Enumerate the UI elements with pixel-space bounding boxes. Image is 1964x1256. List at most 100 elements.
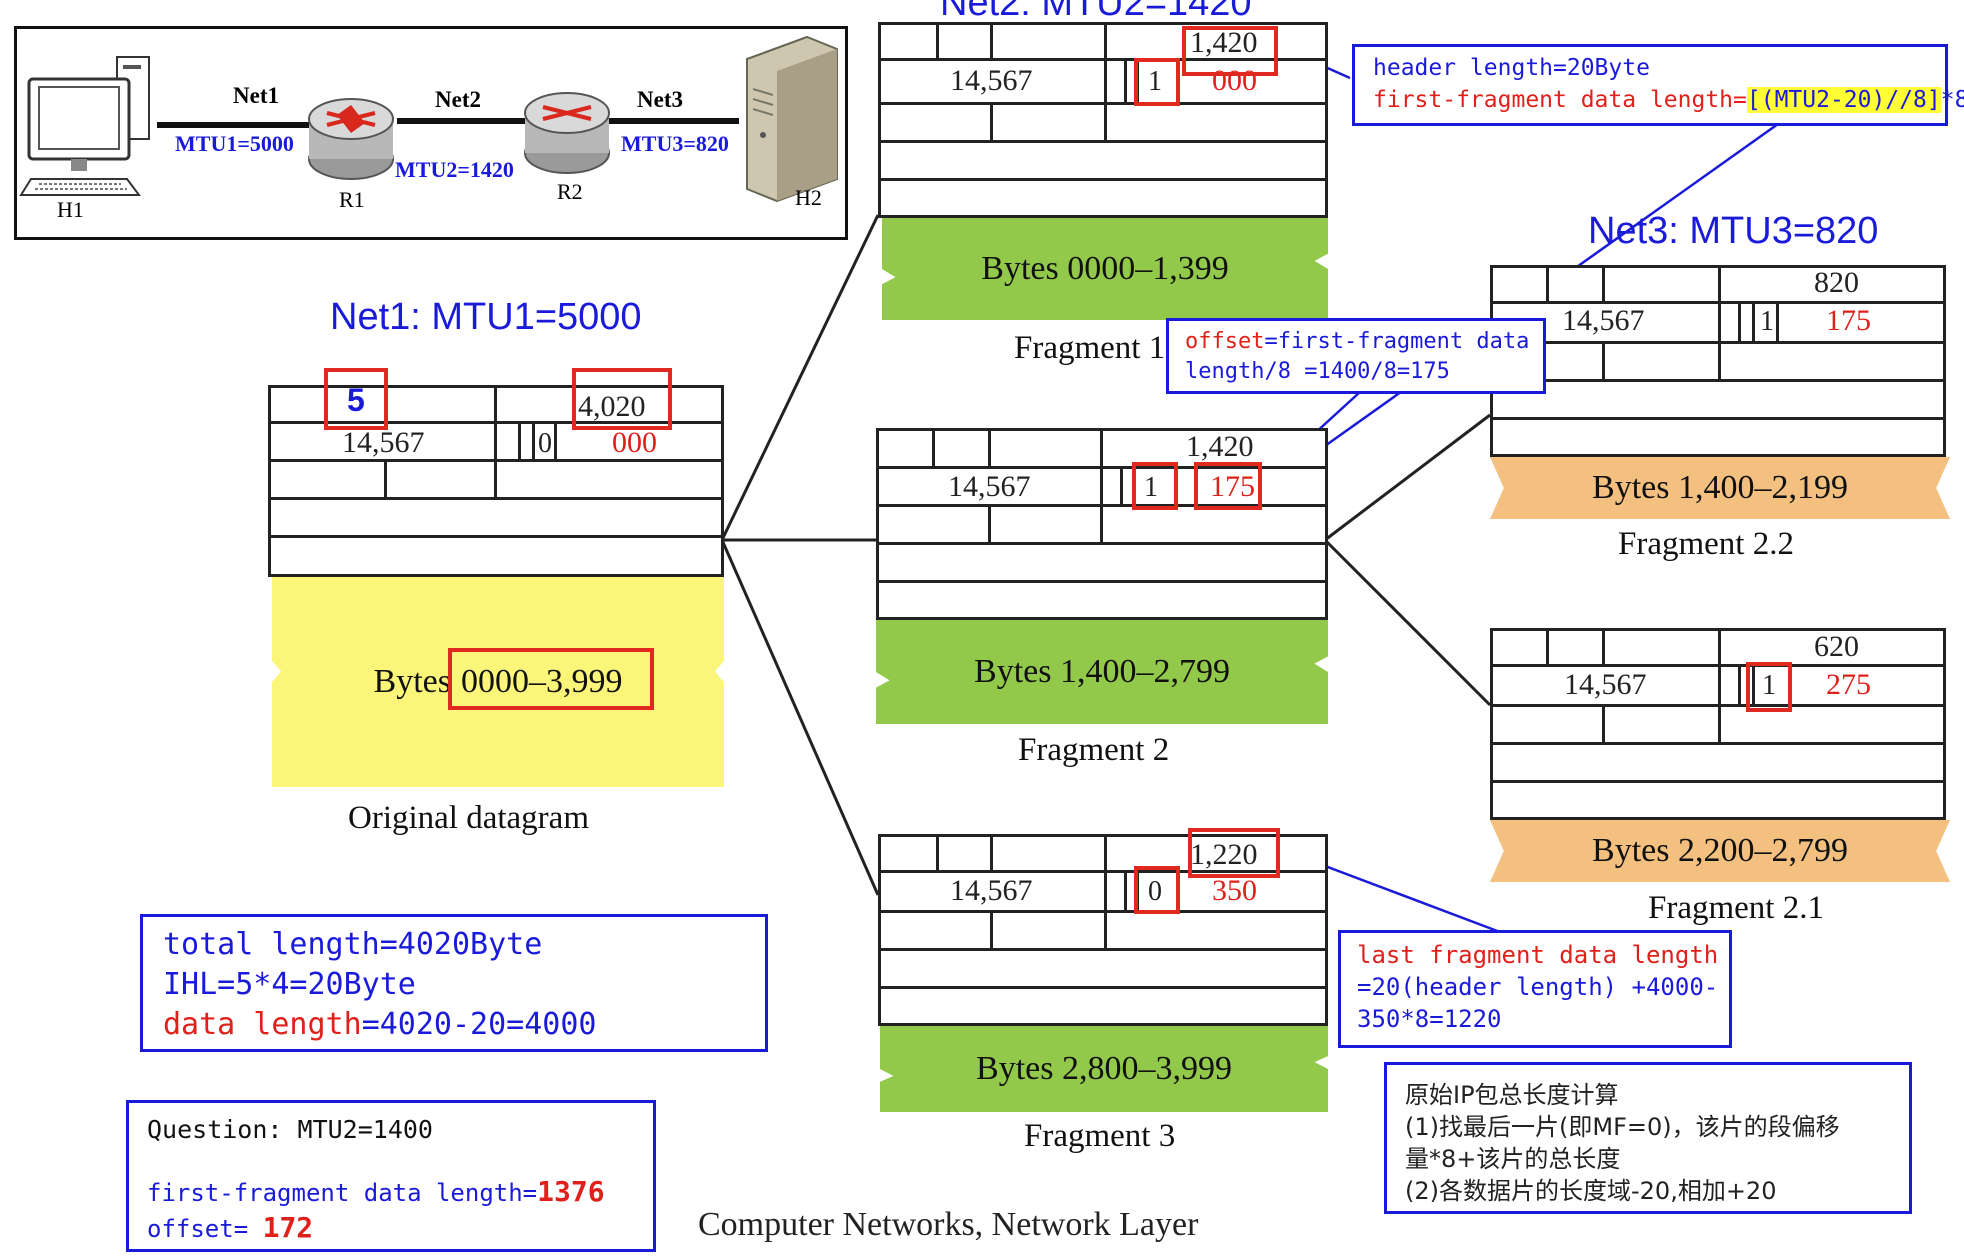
router-icon	[524, 92, 610, 174]
fragment-3-length-highlight	[1188, 828, 1280, 878]
mtu2-label: MTU2=1420	[395, 157, 514, 182]
bytes-range-highlight	[448, 648, 654, 710]
question-line3: offset= 172	[147, 1211, 313, 1244]
fragment-1-mf-highlight	[1134, 58, 1180, 106]
last-note-line3: 350*8=1220	[1357, 1005, 1502, 1033]
fragment-3-caption: Fragment 3	[1024, 1118, 1176, 1154]
original-mf-flag: 0	[538, 428, 552, 459]
total-note-line2: IHL=5*4=20Byte	[163, 967, 416, 1002]
original-bytes-prefix: Bytes	[373, 663, 451, 700]
total-note-data-value: =4020-20=4000	[361, 1007, 597, 1042]
fragment-1-total-length: 1,420	[1190, 26, 1258, 59]
original-bytes-range: 0000–3,999	[460, 663, 623, 700]
total-note-data-label: data length	[163, 1007, 362, 1042]
offset-note-label: offset	[1185, 329, 1265, 354]
last-note-line2: =20(header length) +4000-	[1357, 973, 1719, 1001]
fragment-1-caption: Fragment 1	[1014, 330, 1166, 366]
computer-icon	[19, 56, 150, 196]
fragment-2-2-header	[1490, 265, 1946, 457]
fragment-3-payload: Bytes 2,800–3,999	[880, 1026, 1328, 1112]
fragment-2-1-offset: 275	[1826, 668, 1871, 701]
chinese-note-line1: 原始IP包总长度计算	[1405, 1081, 1619, 1109]
fragment-1-header	[878, 22, 1328, 218]
fragment-2-caption: Fragment 2	[1018, 732, 1170, 768]
mtu1-label: MTU1=5000	[175, 131, 294, 156]
original-total-length: 4,020	[578, 390, 646, 423]
router-icon	[308, 98, 394, 180]
fragment-1-offset: 000	[1212, 64, 1257, 97]
fragment-3-mf-highlight	[1134, 866, 1180, 914]
fragment-2-mf-flag: 1	[1144, 472, 1158, 503]
fragment-1-mf-flag: 1	[1148, 66, 1162, 97]
footer-text: Computer Networks, Network Layer	[698, 1206, 1199, 1243]
chinese-note-line2: (1)找最后一片(即MF=0)，该片的段偏移	[1405, 1113, 1840, 1141]
question-offset-label: offset=	[147, 1215, 263, 1243]
fragment-3-offset: 350	[1212, 874, 1257, 907]
net1-label: Net1	[233, 83, 279, 108]
fragment-1-length-highlight	[1182, 26, 1278, 76]
offset-note-line1: offset=first-fragment data	[1185, 329, 1529, 354]
offset-note-line2: length/8 =1400/8=175	[1185, 359, 1450, 384]
fragment-1-payload: Bytes 0000–1,399	[882, 218, 1328, 320]
last-fragment-note: last fragment data length =20(header len…	[1338, 930, 1732, 1048]
host-label-h2: H2	[795, 185, 822, 210]
fragment-2-payload: Bytes 1,400–2,799	[876, 620, 1328, 724]
fragment-2-total-length: 1,420	[1186, 430, 1254, 463]
last-note-line1: last fragment data length	[1357, 941, 1719, 969]
header-length-note: header length=20Byte first-fragment data…	[1352, 44, 1964, 126]
fragment-2-id: 14,567	[948, 470, 1031, 503]
original-payload: Bytes 0000–3,999	[272, 577, 724, 787]
mtu3-label: MTU3=820	[621, 131, 729, 156]
question-line1: Question: MTU2=1400	[147, 1115, 433, 1144]
fragment-2-1-caption: Fragment 2.1	[1648, 890, 1824, 926]
fragment-2-header	[876, 428, 1328, 620]
fragment-2-offset-highlight	[1194, 462, 1262, 510]
header-note-line2: first-fragment data length=[(MTU2-20)//8…	[1373, 87, 1964, 113]
ihl-highlight	[324, 368, 388, 430]
header-note-tail: *8	[1940, 87, 1964, 113]
fragment-2-1-mf-highlight	[1746, 662, 1792, 712]
total-length-note: total length=4020Byte IHL=5*4=20Byte dat…	[140, 914, 768, 1052]
question-length-label: first-fragment data length=	[147, 1179, 538, 1207]
server-icon	[746, 35, 838, 203]
fragment-2-1-id: 14,567	[1564, 668, 1647, 701]
original-offset: 000	[612, 426, 657, 459]
fragment-2-2-total-length: 820	[1814, 266, 1859, 299]
fragment-2-1-mf-flag: 1	[1762, 670, 1776, 701]
fragment-2-2-mf-flag: 1	[1760, 306, 1774, 337]
total-note-line1: total length=4020Byte	[163, 927, 543, 962]
fragment-2-2-id: 14,567	[1562, 304, 1645, 337]
total-note-line3: data length=4020-20=4000	[163, 1007, 597, 1042]
fragment-2-1-header	[1490, 628, 1946, 820]
original-caption: Original datagram	[348, 800, 589, 836]
header-note-line1: header length=20Byte	[1373, 55, 1650, 81]
router-label-r1: R1	[339, 187, 365, 212]
fragment-2-2-payload: Bytes 1,400–2,199	[1490, 457, 1950, 519]
net2-title: Net2: MTU2=1420	[940, 0, 1252, 24]
fragment-2-mf-highlight	[1132, 462, 1178, 510]
original-id: 14,567	[342, 426, 425, 459]
host-label-h1: H1	[57, 197, 84, 222]
fragment-2-2-offset: 175	[1826, 304, 1871, 337]
fragment-3-id: 14,567	[950, 874, 1033, 907]
fragment-2-2-caption: Fragment 2.2	[1618, 526, 1794, 562]
header-note-label: first-fragment data length=	[1373, 87, 1747, 113]
net3-title: Net3: MTU3=820	[1588, 210, 1879, 252]
question-offset-value: 172	[262, 1211, 314, 1244]
chinese-note-line3: 量*8+该片的总长度	[1405, 1145, 1621, 1173]
original-datagram	[268, 385, 724, 577]
offset-note: offset=first-fragment data length/8 =140…	[1166, 318, 1546, 394]
offset-note-text: =first-fragment data	[1264, 329, 1530, 354]
header-note-formula: [(MTU2-20)//8]	[1746, 87, 1941, 113]
total-length-highlight	[572, 368, 672, 430]
net3-label: Net3	[637, 87, 683, 112]
fragment-3-header	[878, 834, 1328, 1026]
fragment-2-1-payload: Bytes 2,200–2,799	[1490, 820, 1950, 882]
original-ihl: 5	[347, 382, 365, 418]
topology-panel: H1 R1 R2 H2 Net1 Net2 Net3 MTU1=5000 MTU…	[14, 26, 848, 240]
fragment-1-id: 14,567	[950, 64, 1033, 97]
fragment-2-1-total-length: 620	[1814, 630, 1859, 663]
fragment-3-mf-flag: 0	[1148, 876, 1162, 907]
fragment-3-total-length: 1,220	[1190, 838, 1258, 871]
net2-label: Net2	[435, 87, 481, 112]
